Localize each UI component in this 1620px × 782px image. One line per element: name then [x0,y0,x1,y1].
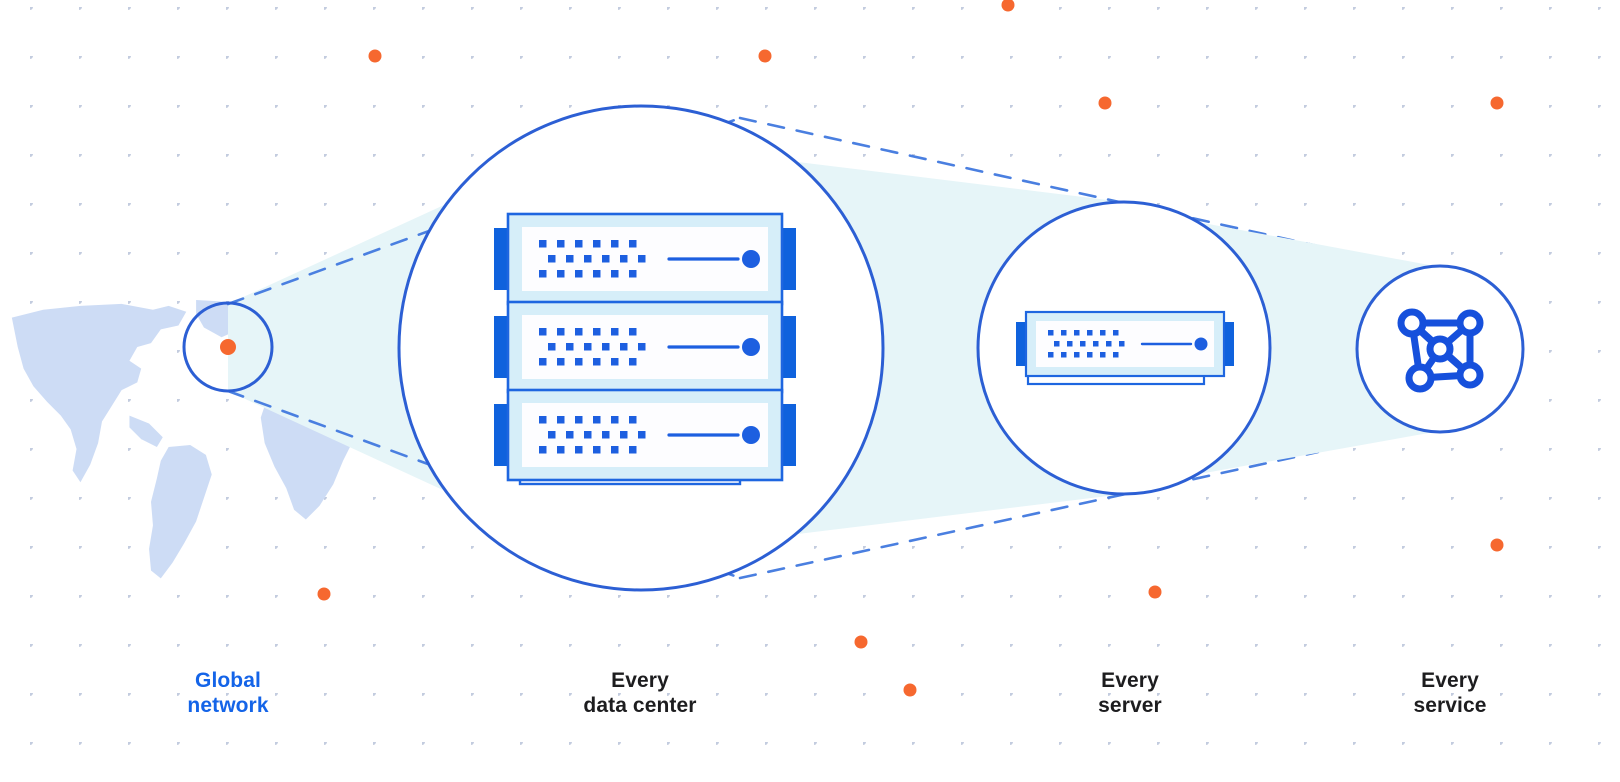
server-unit [492,212,798,306]
server-rack-icon [492,212,798,486]
server-unit [492,388,798,482]
stage-circle-global-network[interactable] [182,301,274,393]
highlight-dots [317,0,1504,697]
server-unit-icon [1014,310,1236,386]
server-unit [492,300,798,394]
network-mesh-icon [1397,308,1484,393]
network-location-marker [220,339,236,355]
